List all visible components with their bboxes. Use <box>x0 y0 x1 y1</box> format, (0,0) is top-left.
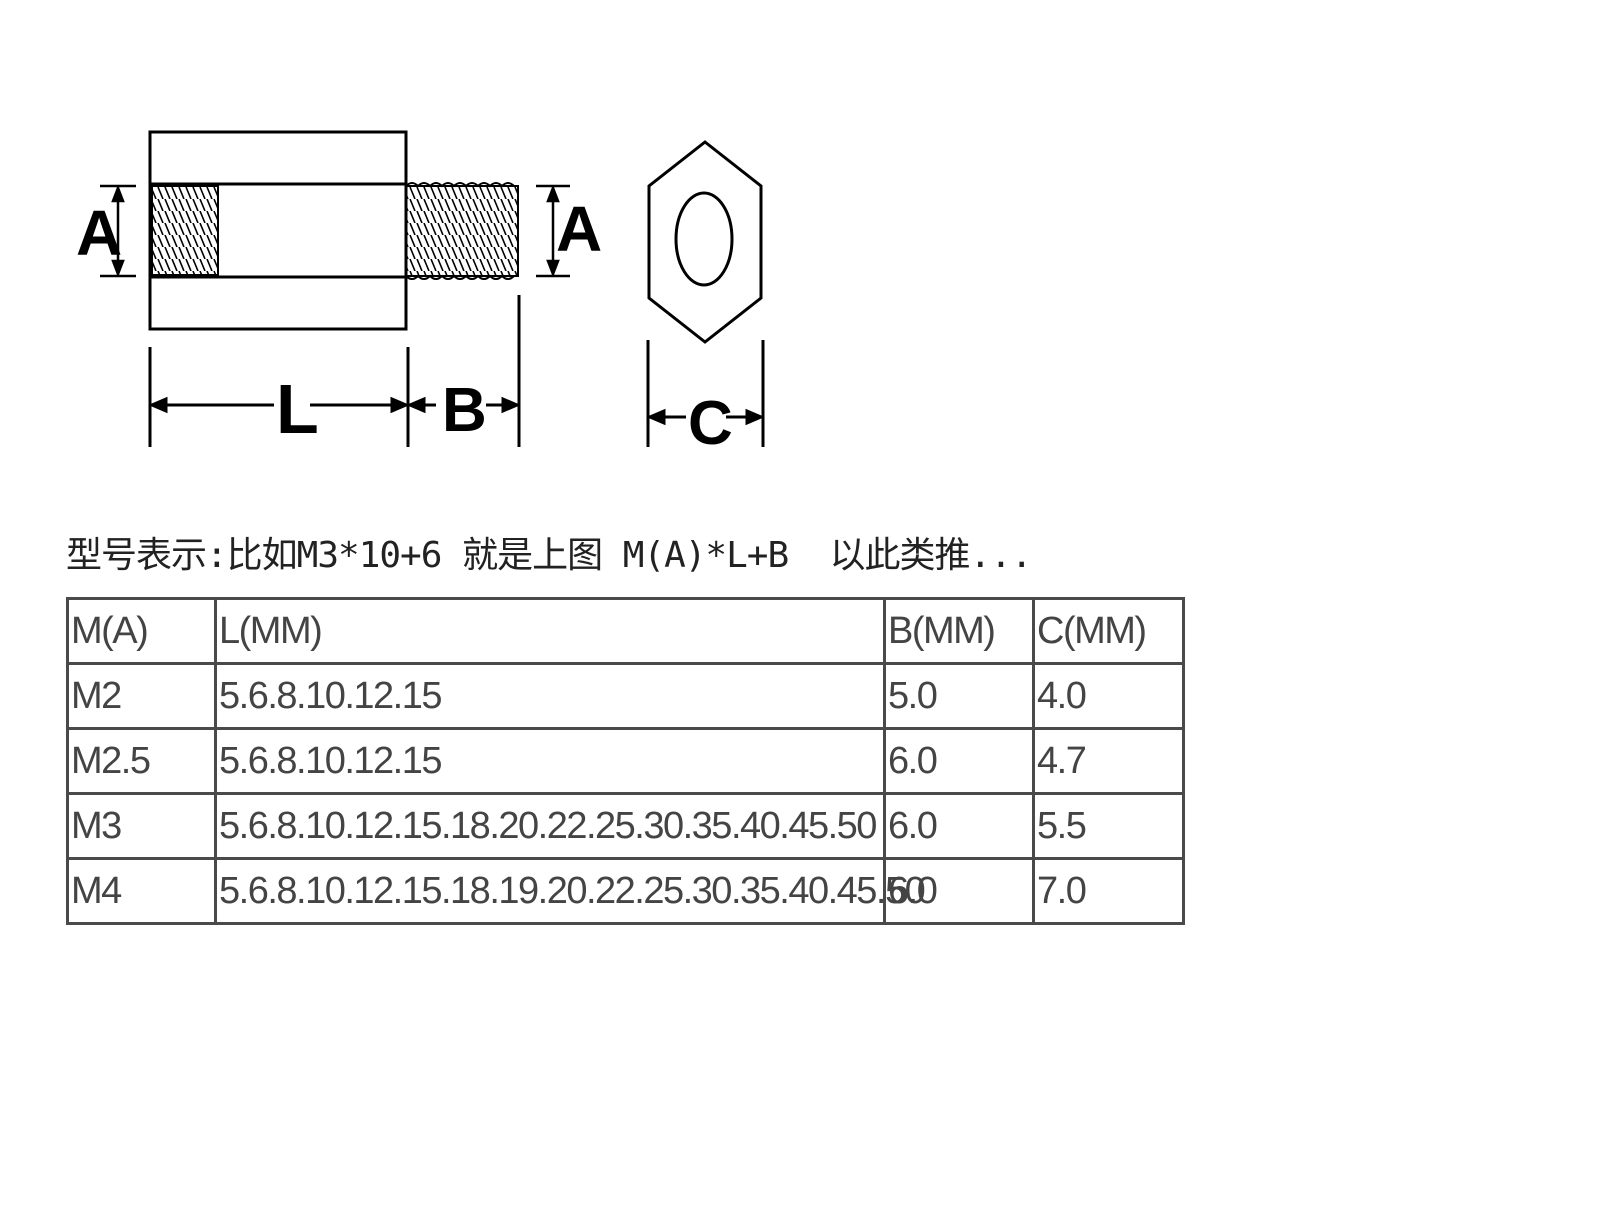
dim-label-a-right: A <box>556 193 602 265</box>
cell-size: M3 <box>66 792 217 860</box>
cell-size: M2 <box>66 662 217 730</box>
dim-label-c: C <box>688 389 733 458</box>
cell-lengths: 5.6.8.10.12.15 <box>214 662 886 730</box>
cell-lengths: 5.6.8.10.12.15 <box>214 727 886 795</box>
table-row: M3 5.6.8.10.12.15.18.20.22.25.30.35.40.4… <box>66 792 1185 860</box>
cell-c: 5.5 <box>1032 792 1185 860</box>
cell-c: 7.0 <box>1032 857 1185 925</box>
hex-bore-circle <box>674 191 734 287</box>
cell-size: M4 <box>66 857 217 925</box>
cell-b: 6.0 <box>883 727 1035 795</box>
model-notation-caption: 型号表示:比如M3*10+6 就是上图 M(A)*L+B 以此类推... <box>66 535 1032 576</box>
cell-c: 4.7 <box>1032 727 1185 795</box>
standoff-drawing-svg: A A L B C <box>76 130 765 458</box>
header-l-mm: L(MM) <box>214 597 886 665</box>
standoff-diagram: A A L B C <box>66 55 866 505</box>
table-header-row: M(A) L(MM) B(MM) C(MM) <box>66 597 1185 665</box>
cell-size: M2.5 <box>66 727 217 795</box>
dim-label-a-left: A <box>76 197 122 269</box>
dim-label-b: B <box>442 376 487 445</box>
header-b-mm: B(MM) <box>883 597 1035 665</box>
table-row: M2.5 5.6.8.10.12.15 6.0 4.7 <box>66 727 1185 795</box>
cell-b: 6.0 <box>883 857 1035 925</box>
dim-label-l: L <box>276 370 319 448</box>
external-thread <box>405 185 519 277</box>
cell-c: 4.0 <box>1032 662 1185 730</box>
table-row: M2 5.6.8.10.12.15 5.0 4.0 <box>66 662 1185 730</box>
cell-b: 6.0 <box>883 792 1035 860</box>
header-c-mm: C(MM) <box>1032 597 1185 665</box>
table-row: M4 5.6.8.10.12.15.18.19.20.22.25.30.35.4… <box>66 857 1185 925</box>
spec-table: M(A) L(MM) B(MM) C(MM) M2 5.6.8.10.12.15… <box>66 597 1185 925</box>
cell-lengths: 5.6.8.10.12.15.18.19.20.22.25.30.35.40.4… <box>214 857 926 925</box>
internal-thread <box>151 185 219 276</box>
cell-lengths: 5.6.8.10.12.15.18.20.22.25.30.35.40.45.5… <box>214 792 886 860</box>
header-m-a: M(A) <box>66 597 217 665</box>
cell-b: 5.0 <box>883 662 1035 730</box>
